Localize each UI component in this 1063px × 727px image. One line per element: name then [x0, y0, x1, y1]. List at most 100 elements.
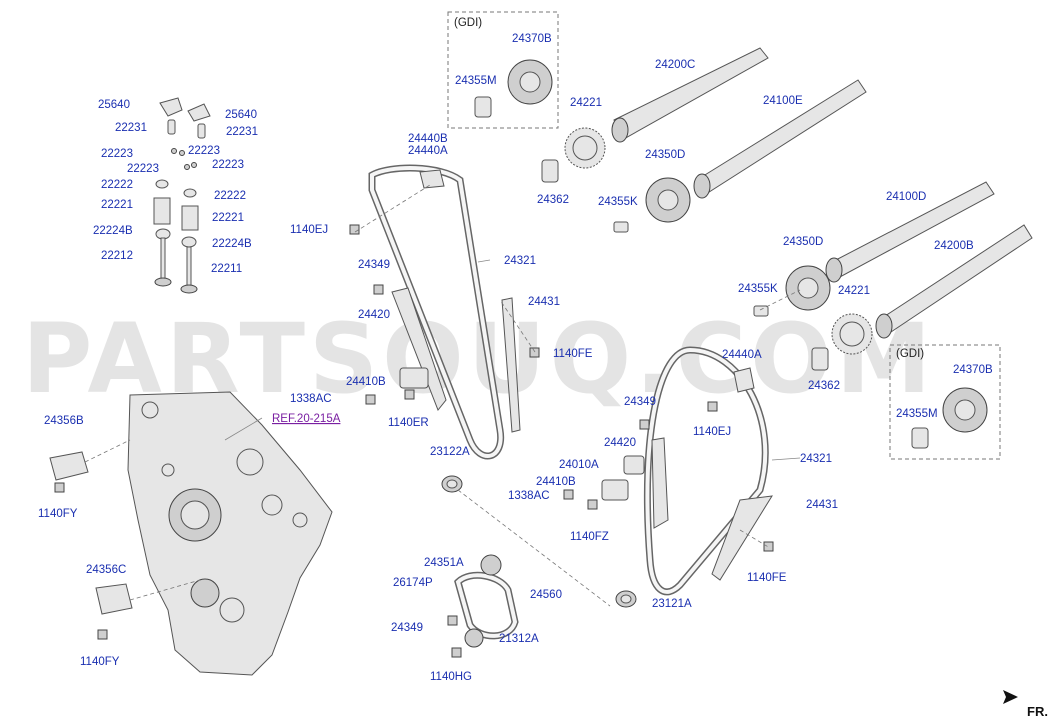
label-24431-b[interactable]: 24431	[806, 499, 838, 511]
label-24350D-b[interactable]: 24350D	[783, 236, 823, 248]
label-25640-a[interactable]: 25640	[98, 99, 130, 111]
label-24560[interactable]: 24560	[530, 589, 562, 601]
timing-chain-24321-left[interactable]	[368, 164, 505, 460]
label-24221-a[interactable]: 24221	[570, 97, 602, 109]
cam-phaser-24370B-top[interactable]	[507, 59, 553, 105]
label-22223-b[interactable]: 22223	[188, 145, 220, 157]
label-24362-b[interactable]: 24362	[808, 380, 840, 392]
label-24440A-a[interactable]: 24440A	[408, 145, 448, 157]
label-22222-b[interactable]: 22222	[214, 190, 246, 202]
nut-1338AC-right[interactable]	[563, 489, 574, 500]
label-24200C[interactable]: 24200C	[655, 59, 695, 71]
chain-guide-24431-right[interactable]	[711, 495, 773, 581]
front-cover-illustration[interactable]	[127, 391, 333, 676]
oil-pump-chain-24560[interactable]	[454, 571, 519, 640]
label-reference[interactable]: REF.20-215A	[272, 413, 341, 425]
chain-guide-24440B[interactable]	[419, 169, 445, 189]
label-21312A[interactable]: 21312A	[499, 633, 539, 645]
bolt-1140FY-b[interactable]	[97, 629, 108, 640]
label-1140EJ-a[interactable]: 1140EJ	[290, 224, 328, 236]
label-25640-b[interactable]: 25640	[225, 109, 257, 121]
bolt-1140ER[interactable]	[404, 389, 415, 400]
label-24370B-b[interactable]: 24370B	[953, 364, 993, 376]
camshaft-24200C[interactable]	[611, 47, 769, 143]
label-1140EJ-b[interactable]: 1140EJ	[693, 426, 731, 438]
nut-1338AC-left[interactable]	[365, 394, 376, 405]
seal-23121A[interactable]	[615, 590, 637, 608]
label-1140FY-a[interactable]: 1140FY	[38, 508, 78, 520]
label-24420-b[interactable]: 24420	[604, 437, 636, 449]
bolt-1140FE-left[interactable]	[529, 347, 540, 358]
valve-24356B[interactable]	[49, 451, 89, 481]
tensioner-24410B-right[interactable]	[601, 455, 645, 501]
label-22223-a[interactable]: 22223	[101, 148, 133, 160]
label-24355K-a[interactable]: 24355K	[598, 196, 638, 208]
label-1140FZ[interactable]: 1140FZ	[570, 531, 609, 543]
sensor-24362-right[interactable]	[811, 347, 829, 371]
label-24010A[interactable]: 24010A	[559, 459, 599, 471]
label-24356B[interactable]: 24356B	[44, 415, 84, 427]
label-24100D[interactable]: 24100D	[886, 191, 926, 203]
chain-guide-24431-left[interactable]	[501, 297, 521, 433]
solenoid-24355M-right[interactable]	[911, 427, 929, 449]
label-1338AC-a[interactable]: 1338AC	[290, 393, 332, 405]
label-22211[interactable]: 22211	[211, 263, 242, 275]
label-22223-d[interactable]: 22223	[212, 159, 244, 171]
sprocket-24351A[interactable]	[480, 554, 502, 576]
sensor-24362-top[interactable]	[541, 159, 559, 183]
bolt-24349-mid[interactable]	[639, 419, 650, 430]
label-24321-b[interactable]: 24321	[800, 453, 832, 465]
label-26174P[interactable]: 26174P	[393, 577, 433, 589]
label-24349-a[interactable]: 24349	[358, 259, 390, 271]
valve-train-parts[interactable]	[153, 97, 211, 294]
tensioner-24410B-left[interactable]	[399, 367, 429, 389]
label-1140FE-a[interactable]: 1140FE	[553, 348, 593, 360]
label-24100E[interactable]: 24100E	[763, 95, 803, 107]
label-22223-c[interactable]: 22223	[127, 163, 159, 175]
label-24440A-b[interactable]: 24440A	[722, 349, 762, 361]
label-24355M-b[interactable]: 24355M	[896, 408, 938, 420]
chain-guide-24440A[interactable]	[733, 367, 755, 393]
label-1140HG[interactable]: 1140HG	[430, 671, 472, 683]
label-24351A[interactable]: 24351A	[424, 557, 464, 569]
label-24362-a[interactable]: 24362	[537, 194, 569, 206]
label-23122A[interactable]: 23122A	[430, 446, 470, 458]
label-22221-a[interactable]: 22221	[101, 199, 133, 211]
label-24355K-b[interactable]: 24355K	[738, 283, 778, 295]
sprocket-21312A[interactable]	[464, 628, 484, 648]
label-24200B[interactable]: 24200B	[934, 240, 974, 252]
label-24349-c[interactable]: 24349	[391, 622, 423, 634]
label-1140ER[interactable]: 1140ER	[388, 417, 429, 429]
reluctor-wheel-24221-right[interactable]	[831, 313, 873, 355]
bolt-24349-left[interactable]	[373, 284, 384, 295]
timing-chain-24321-right[interactable]	[643, 346, 769, 596]
label-22224B-a[interactable]: 22224B	[93, 225, 133, 237]
label-24321-a[interactable]: 24321	[504, 255, 536, 267]
label-1140FY-b[interactable]: 1140FY	[80, 656, 120, 668]
label-24350D-a[interactable]: 24350D	[645, 149, 685, 161]
chain-guide-24420-right[interactable]	[651, 437, 669, 529]
label-22221-b[interactable]: 22221	[212, 212, 244, 224]
cam-phaser-24350D-right[interactable]	[785, 265, 831, 311]
label-22222-a[interactable]: 22222	[101, 179, 133, 191]
bolt-1140EJ-left[interactable]	[349, 224, 360, 235]
solenoid-24355M-top[interactable]	[474, 96, 492, 118]
bolt-24349-bottom[interactable]	[447, 615, 458, 626]
camshaft-24100E[interactable]	[693, 79, 867, 199]
label-22231-a[interactable]: 22231	[115, 122, 147, 134]
label-1140FE-b[interactable]: 1140FE	[747, 572, 787, 584]
label-24420-a[interactable]: 24420	[358, 309, 390, 321]
bolt-1140FE-right[interactable]	[763, 541, 774, 552]
reluctor-wheel-24221-top[interactable]	[564, 127, 606, 169]
valve-24356C[interactable]	[95, 583, 133, 615]
cam-phaser-24370B-right[interactable]	[942, 387, 988, 433]
cam-phaser-24350D-top[interactable]	[645, 177, 691, 223]
label-24356C[interactable]: 24356C	[86, 564, 126, 576]
camshaft-24200B[interactable]	[875, 224, 1033, 339]
bolt-1140FY-a[interactable]	[54, 482, 65, 493]
bolt-1140EJ-right[interactable]	[707, 401, 718, 412]
label-1338AC-b[interactable]: 1338AC	[508, 490, 550, 502]
bolt-24355K-right[interactable]	[753, 305, 769, 317]
label-22231-b[interactable]: 22231	[226, 126, 258, 138]
bolt-1140FZ[interactable]	[587, 499, 598, 510]
